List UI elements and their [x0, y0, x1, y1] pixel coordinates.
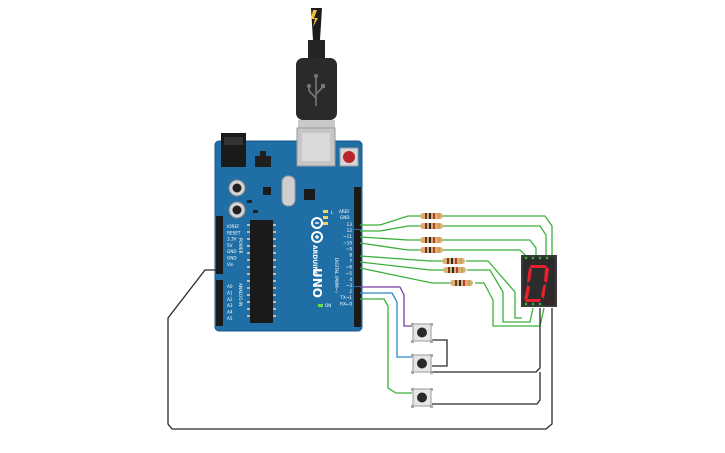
- power-pin-label: Vin: [227, 262, 234, 267]
- brand-label: ARDUINO: [311, 245, 318, 276]
- wire-blue: [360, 292, 412, 358]
- analog-pin-label: A3: [227, 303, 233, 308]
- power-header: [216, 216, 223, 326]
- resistor: [443, 267, 466, 273]
- power-label: POWER: [238, 238, 243, 254]
- power-pin-label: IOREF: [227, 224, 240, 229]
- push-button-3[interactable]: [411, 388, 433, 408]
- power-pin-label: GND: [227, 249, 237, 254]
- analog-pin-label: A2: [227, 297, 233, 302]
- analog-label: ANALOG IN: [238, 283, 243, 306]
- resistor: [420, 213, 443, 219]
- digital-pin-label: ~3: [346, 283, 353, 288]
- resistor: [442, 258, 465, 264]
- resistor: [420, 247, 443, 253]
- power-pin-label: RESET: [227, 230, 241, 235]
- resistor: [420, 223, 443, 229]
- digital-pin-label: ~10: [343, 240, 352, 245]
- analog-pin-label: A5: [227, 316, 233, 321]
- analog-pin-label: A4: [227, 310, 233, 315]
- digital-pin-label: RX←0: [340, 301, 352, 306]
- reset-button[interactable]: [343, 151, 355, 163]
- resistor: [420, 237, 443, 243]
- seven-segment-display: [521, 255, 557, 307]
- wire-purple: [360, 286, 412, 327]
- digital-pin-label: 13: [347, 222, 353, 227]
- usb-cable: [296, 8, 337, 128]
- digital-pin-label: ~5: [346, 271, 353, 276]
- l-label: L: [331, 210, 334, 215]
- analog-pin-label: A1: [227, 290, 233, 295]
- digital-label: DIGITAL (PWM~): [334, 258, 339, 293]
- wires-ground: [167, 269, 553, 430]
- digital-pin-label: ~9: [346, 246, 353, 251]
- resistor: [450, 280, 473, 286]
- arduino-logo-icon: [311, 217, 323, 243]
- digital-pin-label: ~11: [343, 234, 352, 239]
- wire-green-button: [360, 298, 412, 394]
- gnd-label: GND: [340, 215, 350, 220]
- digital-pin-label: 7: [349, 259, 352, 264]
- digital-pin-label: 12: [347, 228, 353, 233]
- aref-label: AREF: [339, 209, 350, 214]
- digital-pin-label: 8: [349, 253, 352, 258]
- push-button-2[interactable]: [411, 354, 433, 374]
- power-pin-label: 3.3V: [227, 237, 237, 242]
- digital-pin-label: 2: [349, 289, 352, 294]
- wires-green: [359, 215, 450, 284]
- on-label: ON: [325, 303, 331, 308]
- power-pin-label: GND: [227, 256, 237, 261]
- model-label: UNO: [310, 268, 324, 298]
- lightning-icon: [311, 10, 318, 27]
- digital-pin-label: ~6: [346, 265, 353, 270]
- power-pin-label: 5V: [227, 243, 233, 248]
- digital-header: [354, 187, 361, 327]
- push-button-1[interactable]: [411, 323, 433, 343]
- resistors: [420, 213, 473, 286]
- digital-pin-label: TX→1: [339, 295, 352, 300]
- on-led: [318, 304, 323, 307]
- analog-pin-label: A0: [227, 284, 233, 289]
- display-digit: [524, 265, 549, 302]
- digital-pin-label: 4: [349, 277, 352, 282]
